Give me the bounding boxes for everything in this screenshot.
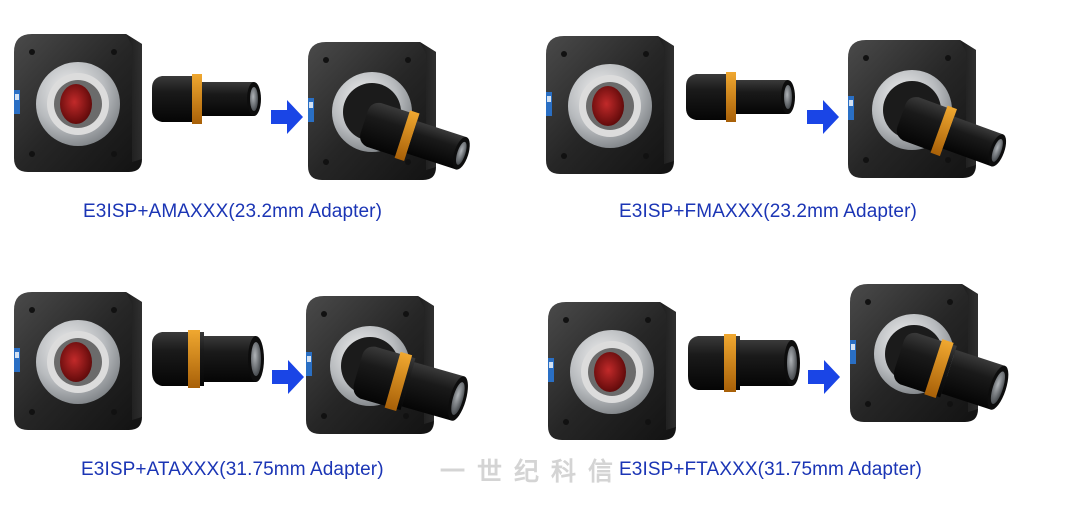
arrow-right-icon [271, 100, 303, 134]
product-caption: E3ISP+FTAXXX(31.75mm Adapter) [619, 459, 922, 480]
adapter-icon [152, 330, 264, 388]
product-caption: E3ISP+ATAXXX(31.75mm Adapter) [81, 459, 384, 480]
camera-with-adapter-icon [306, 296, 474, 434]
camera-icon [14, 292, 142, 430]
camera-icon [546, 36, 674, 174]
arrow-right-icon [272, 360, 304, 394]
camera-with-adapter-icon [848, 40, 1013, 178]
camera-with-adapter-icon [308, 42, 476, 180]
camera-icon [14, 34, 142, 172]
product-illustration [0, 0, 476, 180]
product-caption: E3ISP+AMAXXX(23.2mm Adapter) [83, 201, 383, 222]
arrow-right-icon [808, 360, 840, 394]
camera-icon [548, 302, 676, 440]
product-panel-ftaxxx: E3ISP+FTAXXX(31.75mm Adapter) [540, 254, 1080, 508]
product-panel-fmaxxx: E3ISP+FMAXXX(23.2mm Adapter) [540, 0, 1080, 254]
arrow-right-icon [807, 100, 839, 134]
product-illustration [540, 284, 1015, 508]
camera-with-adapter-icon [850, 284, 1015, 422]
adapter-icon [152, 74, 261, 124]
adapter-icon [688, 334, 800, 392]
product-caption: E3ISP+FMAXXX(23.2mm Adapter) [619, 201, 917, 222]
product-panel-amaxxx: E3ISP+AMAXXX(23.2mm Adapter) [0, 0, 540, 254]
adapter-icon [686, 72, 795, 122]
product-illustration [0, 254, 474, 434]
product-illustration [540, 0, 1013, 178]
product-panel-ataxxx: E3ISP+ATAXXX(31.75mm Adapter) [0, 254, 540, 508]
watermark: 一世纪科信 [440, 457, 626, 486]
